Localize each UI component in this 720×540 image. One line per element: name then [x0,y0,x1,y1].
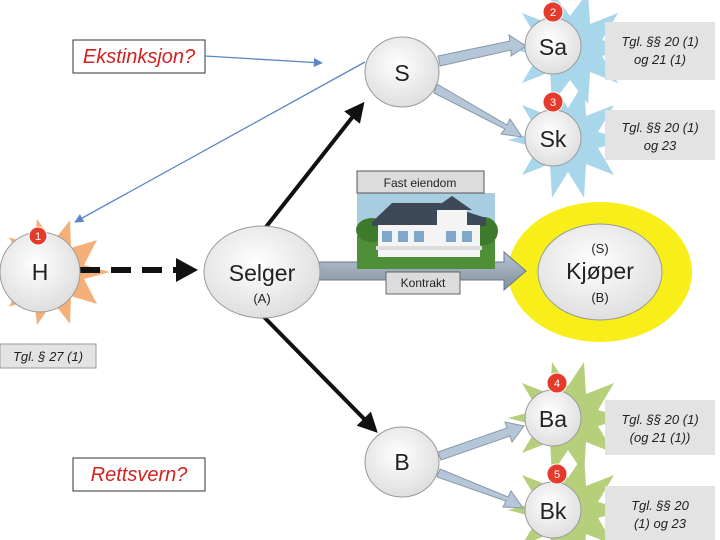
kjoper-tag: (B) [591,290,608,305]
b-to-ba-arrow [437,421,525,461]
s-node [364,36,440,108]
bk-ref-line-2: (1) og 23 [634,516,687,531]
fast-eiendom-box [356,170,485,194]
selger-to-s-arrow [260,101,365,234]
fast-eiendom-label: Fast eiendom [384,176,457,190]
badge-5: 5 [546,463,568,485]
badge-5-label: 5 [554,469,560,481]
b-label: B [394,449,409,475]
b-to-bk-arrow [436,468,525,509]
selger-label: Selger [229,260,296,286]
sa-ref-line-2: og 21 (1) [634,52,686,67]
badge-1-label: 1 [35,231,41,243]
h-to-selger-arrowhead [176,258,198,282]
kjoper-label: Kjøper [566,258,634,284]
bk-label: Bk [540,498,567,524]
selger-to-b-arrow [260,313,378,433]
badge-3: 3 [542,91,564,113]
ekstinksjon-to-s-arrow [204,55,323,68]
badge-3-label: 3 [550,97,556,109]
contract-arrow [317,250,527,292]
kontrakt-box [385,271,461,295]
ba-label: Ba [539,406,567,432]
bk-ref-box [605,486,715,540]
sa-ref-box [605,22,715,80]
badge-2-label: 2 [550,7,556,19]
s-to-sa-arrow [437,33,527,67]
kontrakt-label: Kontrakt [401,276,446,290]
b-node [364,426,440,498]
ekstinksjon-box [72,39,206,74]
bk-ref-line-1: Tgl. §§ 20 [631,498,690,513]
h-label: H [32,259,49,285]
kjoper-top: (S) [591,241,608,256]
s-to-sk-arrow [433,83,524,138]
selger-node [203,225,321,319]
house-picture [356,193,498,269]
s-to-h-arrow [74,61,366,223]
kjoper-node [537,223,663,321]
ekstinksjon-label: Ekstinksjon? [83,46,196,68]
sk-label: Sk [540,126,567,152]
sk-ref-box [605,110,715,160]
rettsvern-box [72,457,206,492]
rettsvern-label: Rettsvern? [91,464,189,486]
ba-ref-line-2: (og 21 (1)) [630,430,691,445]
badge-2: 2 [542,1,564,23]
badge-4: 4 [546,372,568,394]
ba-ref-box [605,400,715,455]
selger-tag: (A) [253,291,270,306]
h-ref-label: Tgl. § 27 (1) [13,349,83,364]
s-label: S [394,60,409,86]
sk-ref-line-1: Tgl. §§ 20 (1) [621,120,698,135]
sa-label: Sa [539,34,567,60]
sk-ref-line-2: og 23 [644,138,677,153]
badge-4-label: 4 [554,378,560,390]
sa-ref-line-1: Tgl. §§ 20 (1) [621,34,698,49]
h-ref-box [0,343,97,369]
badge-1: 1 [28,226,48,246]
ba-ref-line-1: Tgl. §§ 20 (1) [621,412,698,427]
